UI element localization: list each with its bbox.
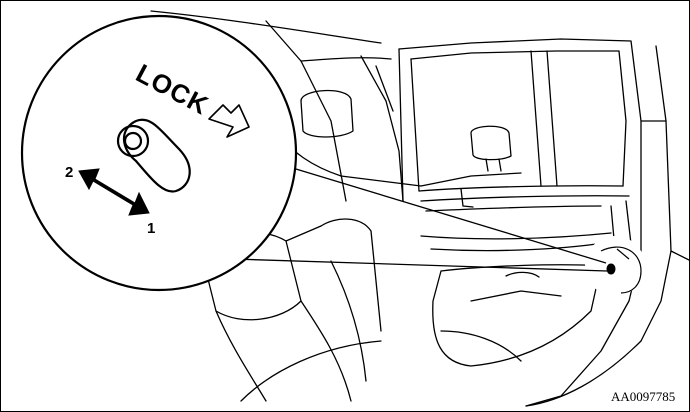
position-2-label: 2 <box>65 164 73 181</box>
position-1-label: 1 <box>147 220 155 237</box>
magnifier-callout <box>22 16 296 290</box>
figure-code: AA0097785 <box>611 389 675 404</box>
child-lock-spot <box>585 236 645 296</box>
lock-switch-small-icon <box>607 264 615 274</box>
